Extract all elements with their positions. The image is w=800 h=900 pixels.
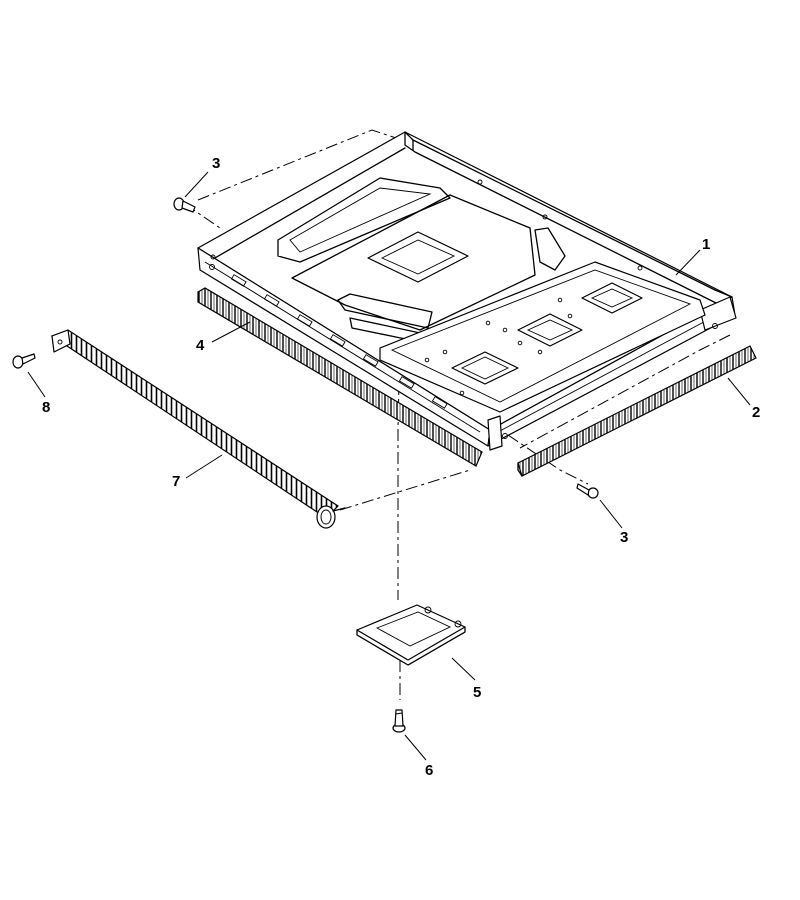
part-6-screw — [392, 709, 406, 733]
callout-6: 6 — [425, 762, 433, 779]
wall-slots — [230, 274, 448, 409]
part-5-port-cover — [356, 604, 466, 666]
callout-4: 4 — [196, 337, 205, 354]
part-4-gasket-strip — [197, 287, 483, 467]
part-2-gasket-strip — [517, 345, 757, 477]
part-8-screw — [12, 353, 36, 369]
callout-2: 2 — [752, 404, 760, 421]
callout-1: 1 — [702, 236, 710, 253]
part-7-finned-strip — [50, 329, 346, 529]
callout-labels: 3 1 2 4 8 7 3 5 6 — [42, 155, 760, 779]
callout-3-bottom: 3 — [620, 529, 628, 546]
callout-8: 8 — [42, 399, 50, 416]
callout-7: 7 — [172, 473, 180, 490]
mounting-holes — [209, 179, 718, 439]
leader-lines — [27, 171, 751, 761]
callout-5: 5 — [473, 684, 481, 701]
part-3-screw-bottom — [576, 483, 599, 499]
callout-3-top: 3 — [212, 155, 220, 172]
part-3-screw-top — [173, 197, 196, 213]
part-1-base-pan — [197, 131, 737, 451]
